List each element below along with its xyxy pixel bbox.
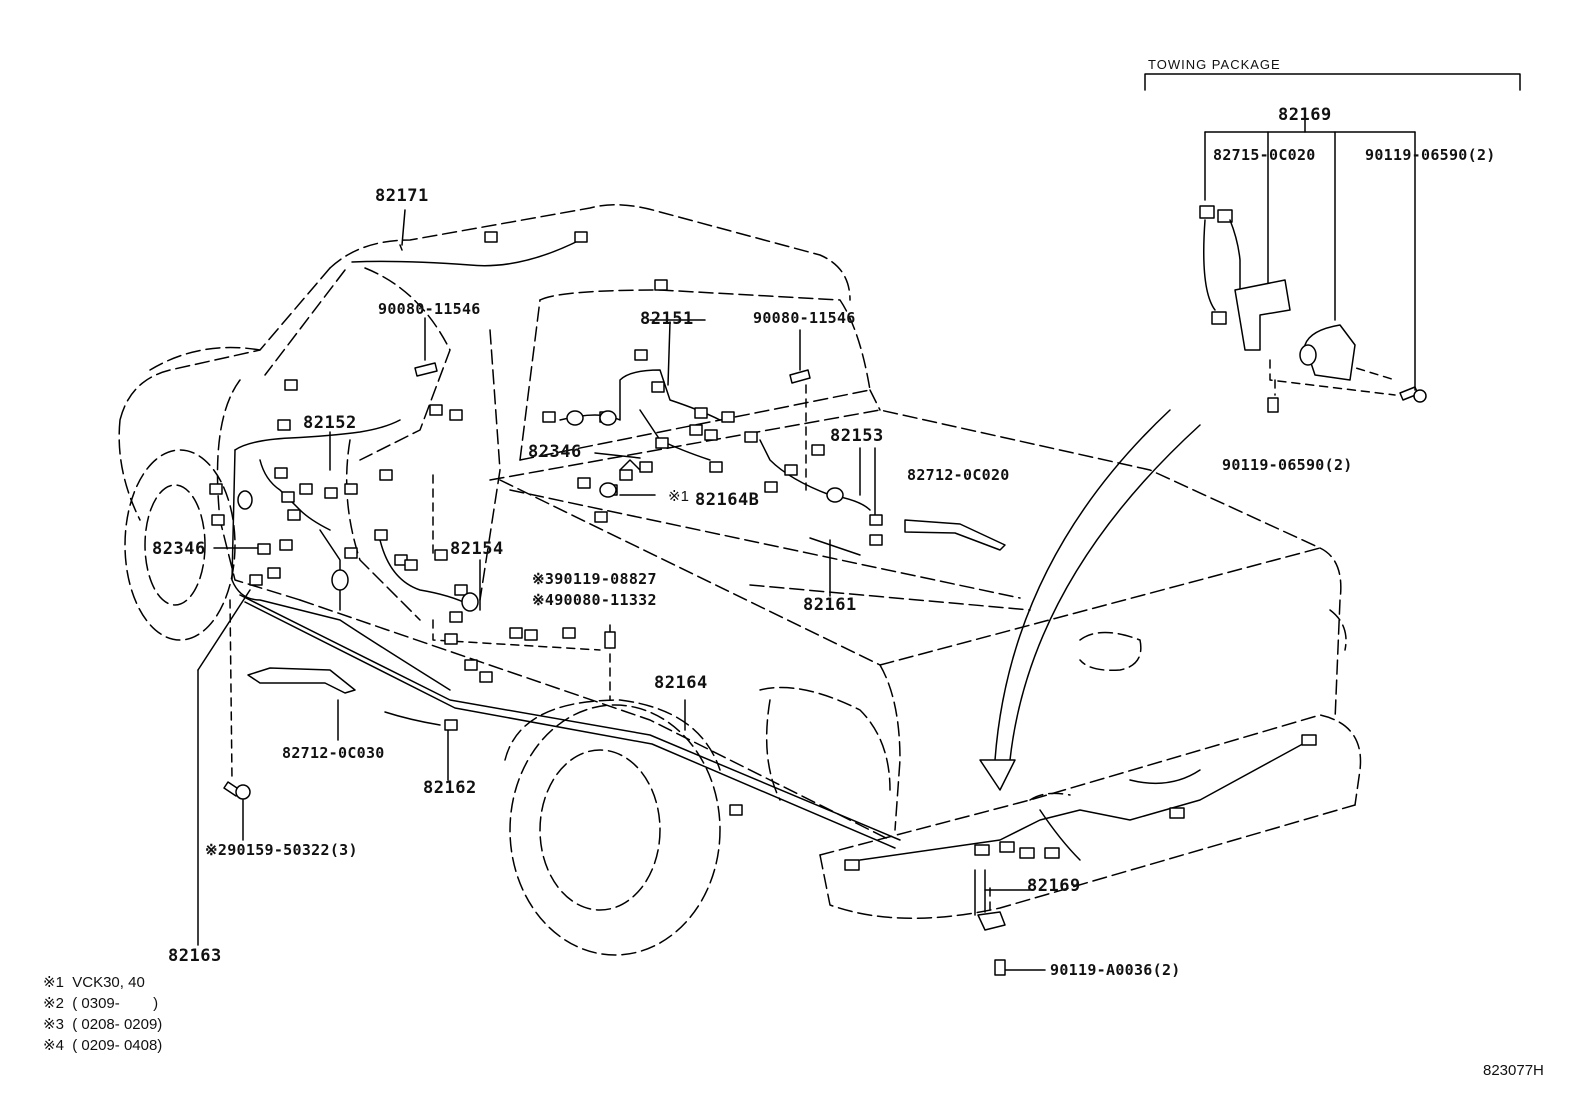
callout-90080-11546-left: 90080-11546 xyxy=(378,300,481,318)
big-arrow-icon xyxy=(979,409,1201,791)
towing-package-title: TOWING PACKAGE xyxy=(1148,57,1281,72)
bracket-82712-0c030 xyxy=(247,667,356,694)
grommets xyxy=(237,410,844,612)
callout-90080-11332: ※490080-11332 xyxy=(532,591,657,609)
bracket-82712-0c020 xyxy=(904,519,1006,551)
connectors xyxy=(209,205,1317,871)
wheels xyxy=(124,449,721,956)
callout-82152: 82152 xyxy=(303,413,357,433)
callout-82164b: 82164B xyxy=(695,490,760,510)
truck-outline xyxy=(118,204,1362,919)
footnote-4: ※4 ( 0209- 0408) xyxy=(43,1037,163,1054)
callout-90080-11546-right: 90080-11546 xyxy=(753,309,856,327)
callout-82169-bumper: 82169 xyxy=(1027,876,1081,896)
footnote-3: ※3 ( 0208- 0209) xyxy=(43,1016,163,1033)
towing-part-90119-top: 90119-06590(2) xyxy=(1365,146,1496,164)
callout-82163: 82163 xyxy=(168,946,222,966)
callout-82346-left: 82346 xyxy=(152,539,206,559)
towing-part-82715: 82715-0C020 xyxy=(1213,146,1316,164)
callout-82171: 82171 xyxy=(375,186,429,206)
callout-82164: 82164 xyxy=(654,673,708,693)
towing-bracket xyxy=(1144,73,1521,91)
callout-90119-a0036: 90119-A0036(2) xyxy=(1050,961,1181,979)
towing-assembly-label: 82169 xyxy=(1278,105,1332,125)
callout-82712-0c030: 82712-0C030 xyxy=(282,744,385,762)
callout-90119-08827: ※390119-08827 xyxy=(532,570,657,588)
footnote-1: ※1 VCK30, 40 xyxy=(43,974,145,991)
callout-82151: 82151 xyxy=(640,309,694,329)
callout-82164b-note-mark: ※1 xyxy=(668,488,689,505)
callout-82154: 82154 xyxy=(450,539,504,559)
towing-part-90119-bottom: 90119-06590(2) xyxy=(1222,456,1353,474)
callout-82712-0c020: 82712-0C020 xyxy=(907,466,1010,484)
callout-82346-center: 82346 xyxy=(528,442,582,462)
callout-90159-50322: ※290159-50322(3) xyxy=(205,841,358,859)
footnote-2: ※2 ( 0309- ) xyxy=(43,995,159,1012)
bolts xyxy=(223,362,1427,976)
callout-82161: 82161 xyxy=(803,595,857,615)
callout-82162: 82162 xyxy=(423,778,477,798)
diagram-code: 823077H xyxy=(1483,1062,1544,1079)
towing-parts xyxy=(1203,119,1416,391)
callout-82153: 82153 xyxy=(830,426,884,446)
